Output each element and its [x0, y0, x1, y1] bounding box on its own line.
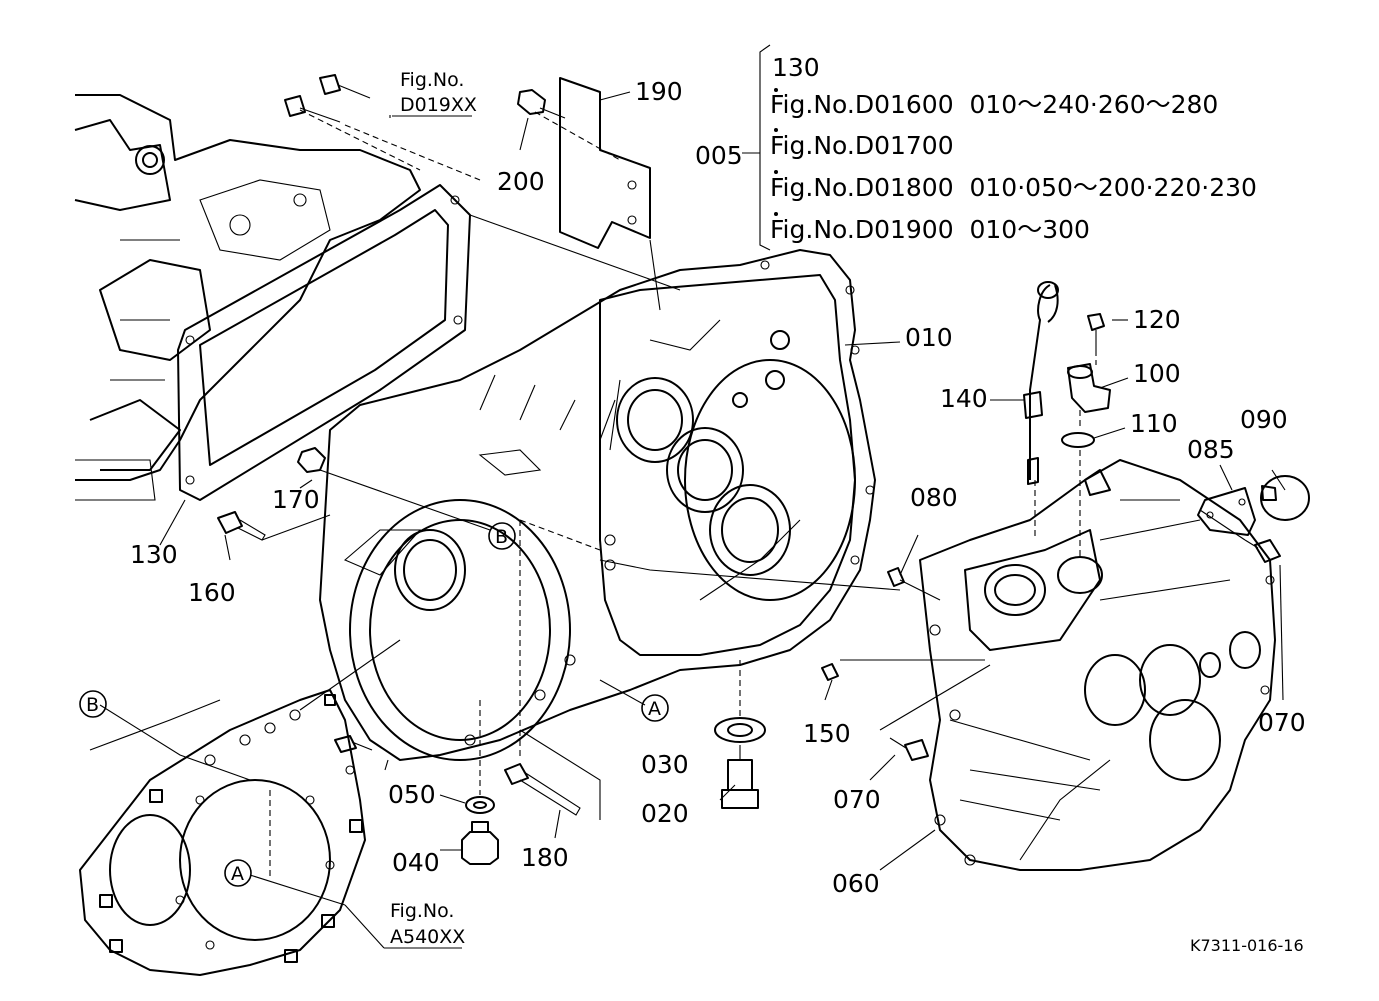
- adapter-plate-drawing: [79, 689, 373, 976]
- callout-070: 070: [833, 785, 881, 814]
- callout-030: 030: [641, 750, 689, 779]
- marker-b-lower: B: [79, 690, 107, 718]
- clutch-housing-010-drawing: [319, 249, 876, 761]
- callout-005: 005: [695, 141, 743, 170]
- fig-ref-code[interactable]: A540XX: [390, 926, 465, 948]
- callout-200: 200: [497, 167, 545, 196]
- callout-130: 130: [130, 540, 178, 569]
- fig-ref-title: Fig.No.: [400, 69, 464, 91]
- marker-b-label: B: [495, 526, 508, 548]
- marker-a-lower: A: [224, 859, 252, 887]
- callout-070-right: 070: [1258, 708, 1306, 737]
- bolt-070-drawing: [889, 539, 1281, 761]
- kit-bullet: [774, 212, 778, 216]
- callout-100: 100: [1133, 359, 1181, 388]
- kit-item: Fig.No.D01700: [770, 131, 954, 160]
- callout-140: 140: [940, 384, 988, 413]
- cover-plate-190-drawing: [559, 77, 651, 249]
- callout-040: 040: [392, 848, 440, 877]
- fig-ref-title: Fig.No.: [390, 900, 454, 922]
- callout-050: 050: [388, 780, 436, 809]
- sensor-assembly-drawing: [1061, 313, 1111, 448]
- gasket-130-drawing: [177, 184, 471, 501]
- callout-060: 060: [832, 869, 880, 898]
- callout-170: 170: [272, 485, 320, 514]
- callout-190: 190: [635, 77, 683, 106]
- callout-160: 160: [188, 578, 236, 607]
- kit-item: Fig.No.D01900 010～300: [770, 215, 1090, 244]
- bolt-upper-drawing: [284, 74, 371, 123]
- transmission-case-060-drawing: [919, 459, 1276, 871]
- kit-bullet: [774, 128, 778, 132]
- bolt-160-drawing: [217, 511, 266, 541]
- callout-130-top: 130: [772, 53, 820, 82]
- callout-180: 180: [521, 843, 569, 872]
- kit-bullet: [774, 170, 778, 174]
- callout-150: 150: [803, 719, 851, 748]
- marker-b-upper: B: [488, 522, 516, 550]
- callout-010: 010: [905, 323, 953, 352]
- marker-b-label: B: [86, 694, 99, 716]
- callout-080: 080: [910, 483, 958, 512]
- figure-reference-a540xx[interactable]: Fig.No. A540XX: [344, 900, 465, 949]
- bolt-200-drawing: [517, 89, 566, 119]
- kit-item: Fig.No.D01600 010～240·260～280: [770, 90, 1218, 119]
- marker-a-label: A: [648, 698, 661, 720]
- cover-085-drawing: [1197, 475, 1310, 536]
- figure-reference-d019xx[interactable]: Fig.No. D019XX: [392, 69, 477, 117]
- kit-item: Fig.No.D01800 010·050～200·220·230: [770, 173, 1257, 202]
- marker-a-upper: A: [641, 694, 669, 722]
- kit-bullet: [774, 88, 778, 92]
- callout-090: 090: [1240, 405, 1288, 434]
- engine-block-drawing: [74, 94, 421, 501]
- callout-085: 085: [1187, 435, 1235, 464]
- callout-020: 020: [641, 799, 689, 828]
- leader-lines: [89, 44, 1286, 906]
- callout-120: 120: [1133, 305, 1181, 334]
- drawing-code: K7311-016-16: [1190, 936, 1304, 955]
- kit-contents-list: Fig.No.D01600 010～240·260～280 Fig.No.D01…: [770, 88, 1257, 244]
- dipstick-140-drawing: [1023, 281, 1059, 485]
- part-callouts: 130 190 200 005 010 120 100 140 110 090 …: [130, 53, 1306, 898]
- fig-ref-code[interactable]: D019XX: [400, 94, 477, 116]
- callout-110: 110: [1130, 409, 1178, 438]
- marker-a-label: A: [231, 863, 244, 885]
- nut-170-drawing: [297, 447, 326, 473]
